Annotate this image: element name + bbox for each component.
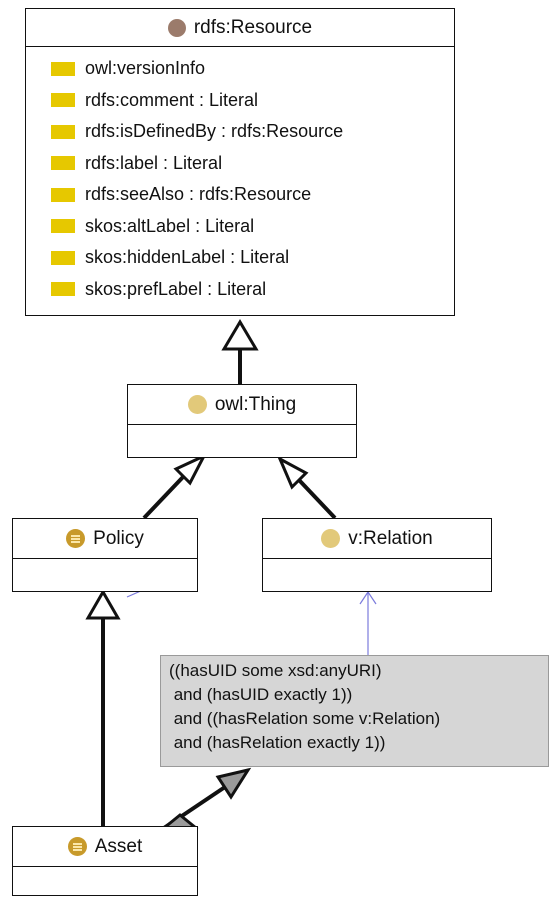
primitive-class-icon bbox=[67, 837, 87, 856]
edge-relation-to-thing-arrowhead bbox=[276, 455, 309, 490]
restriction-note[interactable]: ((hasUID some xsd:anyURI) and (hasUID ex… bbox=[160, 655, 549, 767]
class-title: Asset bbox=[94, 835, 143, 857]
property-item[interactable]: rdfs:comment : Literal bbox=[26, 85, 454, 117]
note-link-arrowhead bbox=[359, 590, 377, 605]
class-header: Policy bbox=[13, 519, 197, 559]
class-header: v:Relation bbox=[263, 519, 491, 559]
edge-thing-to-resource-arrowhead bbox=[221, 319, 259, 351]
property-icon bbox=[51, 124, 75, 139]
class-header: rdfs:Resource bbox=[26, 9, 454, 47]
property-label: owl:versionInfo bbox=[85, 58, 206, 79]
property-list: owl:versionInfo rdfs:comment : Literal r… bbox=[26, 47, 454, 305]
property-icon bbox=[51, 93, 75, 108]
class-title: owl:Thing bbox=[214, 393, 297, 415]
thing-class-icon bbox=[321, 529, 341, 548]
property-item[interactable]: owl:versionInfo bbox=[26, 53, 454, 85]
property-item[interactable]: rdfs:isDefinedBy : rdfs:Resource bbox=[26, 116, 454, 148]
property-icon bbox=[51, 156, 75, 171]
property-label: skos:altLabel : Literal bbox=[85, 215, 255, 236]
property-item[interactable]: skos:altLabel : Literal bbox=[26, 211, 454, 243]
property-label: rdfs:isDefinedBy : rdfs:Resource bbox=[85, 121, 344, 142]
property-item[interactable]: rdfs:label : Literal bbox=[26, 148, 454, 180]
thing-class-icon bbox=[187, 395, 207, 414]
class-rdfs-resource[interactable]: rdfs:Resource owl:versionInfo rdfs:comme… bbox=[25, 8, 455, 316]
edge-policy-to-thing-arrowhead bbox=[173, 452, 208, 486]
class-policy[interactable]: Policy bbox=[12, 518, 198, 592]
class-header: Asset bbox=[13, 827, 197, 867]
property-icon bbox=[51, 250, 75, 265]
property-label: rdfs:label : Literal bbox=[85, 152, 223, 173]
property-label: rdfs:seeAlso : rdfs:Resource bbox=[85, 184, 312, 205]
property-label: skos:hiddenLabel : Literal bbox=[85, 247, 290, 268]
property-label: rdfs:comment : Literal bbox=[85, 89, 259, 110]
class-title: rdfs:Resource bbox=[193, 16, 313, 38]
property-item[interactable]: skos:hiddenLabel : Literal bbox=[26, 242, 454, 274]
class-title: v:Relation bbox=[348, 527, 433, 549]
edge-policy-to-thing bbox=[142, 475, 185, 520]
restriction-line: and (hasUID exactly 1)) bbox=[169, 685, 353, 704]
resource-class-icon bbox=[167, 18, 186, 37]
property-icon bbox=[51, 187, 75, 202]
class-asset[interactable]: Asset bbox=[12, 826, 198, 896]
restriction-line: ((hasUID some xsd:anyURI) bbox=[169, 661, 382, 680]
class-v-relation[interactable]: v:Relation bbox=[262, 518, 492, 592]
primitive-class-icon bbox=[66, 529, 86, 548]
property-icon bbox=[51, 61, 75, 76]
property-icon bbox=[51, 219, 75, 234]
edge-asset-to-policy-arrowhead bbox=[85, 588, 121, 620]
class-owl-thing[interactable]: owl:Thing bbox=[127, 384, 357, 458]
property-label: skos:prefLabel : Literal bbox=[85, 278, 267, 299]
edge-relation-to-thing bbox=[297, 478, 337, 520]
restriction-line: and (hasRelation exactly 1)) bbox=[169, 733, 386, 752]
property-icon bbox=[51, 282, 75, 297]
restriction-line: and ((hasRelation some v:Relation) bbox=[169, 709, 441, 728]
class-title: Policy bbox=[93, 527, 144, 549]
property-item[interactable]: skos:prefLabel : Literal bbox=[26, 274, 454, 306]
property-item[interactable]: rdfs:seeAlso : rdfs:Resource bbox=[26, 179, 454, 211]
class-header: owl:Thing bbox=[128, 385, 356, 425]
edge-asset-to-restriction-arrowhead bbox=[215, 767, 252, 800]
